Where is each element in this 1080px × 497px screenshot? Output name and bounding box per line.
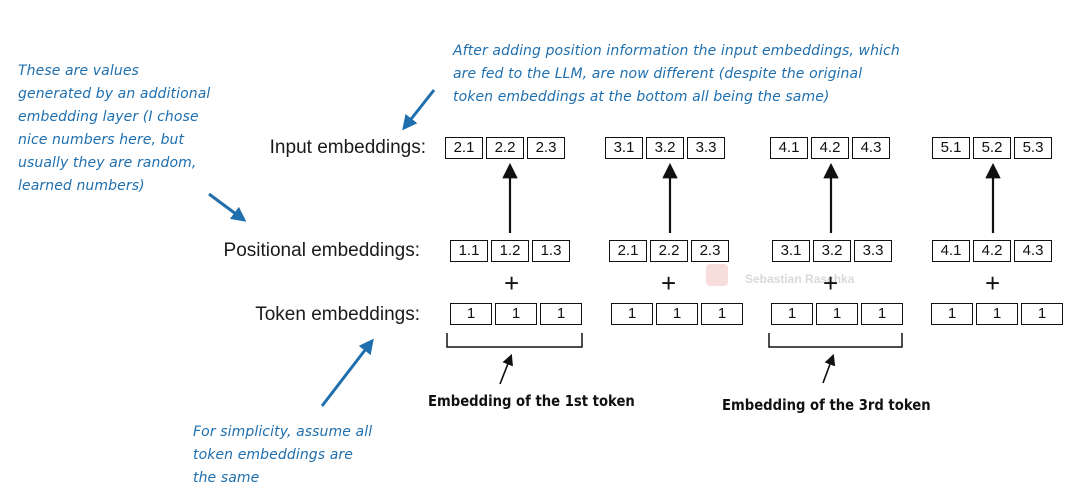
note-top-line: token embeddings at the bottom all being…: [453, 89, 830, 105]
vector-cell: 2.2: [486, 137, 524, 159]
vector-cell: 4.1: [932, 240, 970, 262]
plus-sign: +: [661, 268, 677, 298]
positional-embedding-vector: 3.1 3.2 3.3: [772, 240, 892, 262]
input-embedding-vector: 3.1 3.2 3.3: [605, 137, 725, 159]
caption-arrow: [499, 353, 513, 385]
note-left-line: nice numbers here, but: [18, 132, 185, 148]
vector-cell: 1: [656, 303, 698, 325]
caption-first-token: Embedding of the 1st token: [428, 392, 635, 410]
vector-cell: 2.3: [691, 240, 729, 262]
vector-cell: 1: [540, 303, 582, 325]
note-top-line: are fed to the LLM, are now different (d…: [453, 66, 863, 82]
note-bottom: For simplicity, assume all token embeddi…: [193, 421, 372, 490]
note-left-line: learned numbers): [18, 178, 145, 194]
vector-cell: 3.3: [854, 240, 892, 262]
note-bottom-line: the same: [193, 470, 260, 486]
positional-embedding-vector: 4.1 4.2 4.3: [932, 240, 1052, 262]
vector-cell: 1: [931, 303, 973, 325]
vector-cell: 4.3: [852, 137, 890, 159]
note-bottom-line: For simplicity, assume all: [193, 424, 373, 440]
input-embedding-vector: 4.1 4.2 4.3: [770, 137, 890, 159]
plus-sign: +: [823, 268, 839, 298]
vector-cell: 5.2: [973, 137, 1011, 159]
annotation-arrow-bottom: [320, 338, 374, 407]
positional-embeddings-label: Positional embeddings:: [223, 240, 420, 261]
caption-third-token: Embedding of the 3rd token: [722, 396, 931, 414]
plus-sign: +: [504, 268, 520, 298]
vector-cell: 4.2: [973, 240, 1011, 262]
vector-cell: 1: [450, 303, 492, 325]
vector-cell: 1.2: [491, 240, 529, 262]
vector-cell: 4.1: [770, 137, 808, 159]
input-embeddings-label: Input embeddings:: [269, 137, 426, 158]
bracket-third-token: [768, 333, 903, 348]
vector-cell: 1: [816, 303, 858, 325]
vector-cell: 5.3: [1014, 137, 1052, 159]
vector-cell: 1.3: [532, 240, 570, 262]
caption-arrow: [822, 353, 836, 384]
vector-cell: 1: [861, 303, 903, 325]
watermark-logo-icon: [706, 264, 728, 286]
annotation-arrow-left: [208, 192, 247, 222]
vector-cell: 2.1: [445, 137, 483, 159]
vector-cell: 1: [976, 303, 1018, 325]
vector-cell: 1: [771, 303, 813, 325]
input-embedding-vector: 5.1 5.2 5.3: [932, 137, 1052, 159]
note-left-line: usually they are random,: [18, 155, 197, 171]
vector-cell: 2.3: [527, 137, 565, 159]
vector-cell: 1: [1021, 303, 1063, 325]
plus-sign: +: [985, 268, 1001, 298]
vector-cell: 1: [611, 303, 653, 325]
note-top-line: After adding position information the in…: [453, 43, 900, 59]
annotation-arrow-top: [402, 89, 436, 131]
bracket-first-token: [446, 333, 583, 348]
vector-cell: 3.2: [646, 137, 684, 159]
note-bottom-line: token embeddings are: [193, 447, 353, 463]
note-left: These are values generated by an additio…: [18, 60, 210, 198]
vector-cell: 3.1: [605, 137, 643, 159]
token-embeddings-label: Token embeddings:: [255, 304, 420, 325]
note-top: After adding position information the in…: [453, 40, 900, 109]
watermark-text: Sebastian Raschka: [745, 272, 855, 286]
vector-cell: 2.1: [609, 240, 647, 262]
note-left-line: These are values: [18, 63, 139, 79]
positional-embedding-vector: 2.1 2.2 2.3: [609, 240, 729, 262]
vector-cell: 3.1: [772, 240, 810, 262]
vector-cell: 1.1: [450, 240, 488, 262]
note-left-line: embedding layer (I chose: [18, 109, 199, 125]
vector-cell: 5.1: [932, 137, 970, 159]
positional-embedding-vector: 1.1 1.2 1.3: [450, 240, 570, 262]
vector-cell: 4.3: [1014, 240, 1052, 262]
token-embedding-vector: 1 1 1: [450, 303, 582, 325]
vector-cell: 4.2: [811, 137, 849, 159]
vector-cell: 1: [701, 303, 743, 325]
input-embedding-vector: 2.1 2.2 2.3: [445, 137, 565, 159]
token-embedding-vector: 1 1 1: [771, 303, 903, 325]
vector-cell: 3.3: [687, 137, 725, 159]
token-embedding-vector: 1 1 1: [611, 303, 743, 325]
vector-cell: 1: [495, 303, 537, 325]
token-embedding-vector: 1 1 1: [931, 303, 1063, 325]
note-left-line: generated by an additional: [18, 86, 211, 102]
vector-cell: 3.2: [813, 240, 851, 262]
vector-cell: 2.2: [650, 240, 688, 262]
